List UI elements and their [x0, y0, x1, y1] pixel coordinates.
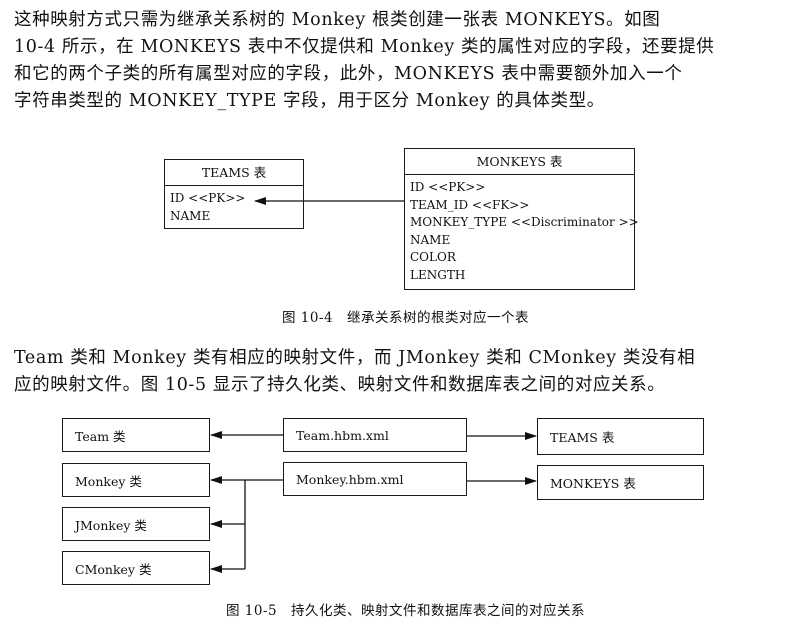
mapping-file-box-team: Team.hbm.xml — [283, 418, 467, 452]
paragraph-1-line: 和它的两个子类的所有属型对应的字段，此外，MONKEYS 表中需要额外加入一个 — [14, 64, 683, 84]
teams-field-name: NAME — [170, 208, 211, 223]
paragraph-1: 这种映射方式只需为继承关系树的 Monkey 根类创建一张表 MONKEYS。如… — [14, 7, 794, 115]
monkeys-field-monkey-type: MONKEY_TYPE <<Discriminator >> — [410, 215, 639, 229]
table-label-teams: TEAMS 表 — [550, 430, 615, 445]
paragraph-1-line: 这种映射方式只需为继承关系树的 Monkey 根类创建一张表 MONKEYS。如… — [14, 10, 661, 30]
mapping-file-label-team: Team.hbm.xml — [296, 427, 389, 443]
mapping-file-label-monkey: Monkey.hbm.xml — [296, 471, 404, 487]
monkeys-table-box: MONKEYS 表 ID <<PK>> TEAM_ID <<FK>> MONKE… — [404, 148, 639, 290]
monkeys-field-color: COLOR — [410, 250, 456, 264]
table-box-teams: TEAMS 表 — [537, 418, 704, 455]
class-box-jmonkey: JMonkey 类 — [62, 507, 210, 541]
teams-field-id: ID <<PK>> — [170, 191, 246, 205]
table-label-monkeys: MONKEYS 表 — [550, 476, 636, 491]
teams-table-title: TEAMS 表 — [165, 160, 303, 186]
monkeys-field-team-id: TEAM_ID <<FK>> — [410, 197, 530, 212]
class-label-jmonkey: JMonkey 类 — [75, 517, 147, 533]
paragraph-2-line: Team 类和 Monkey 类有相应的映射文件，而 JMonkey 类和 CM… — [14, 348, 696, 368]
teams-table-box: TEAMS 表 ID <<PK>> NAME — [164, 159, 304, 229]
paragraph-2-line: 应的映射文件。图 10-5 显示了持久化类、映射文件和数据库表之间的对应关系。 — [14, 375, 666, 395]
mapping-file-box-monkey: Monkey.hbm.xml — [283, 462, 467, 496]
figure-10-4-caption: 图 10-4 继承关系树的根类对应一个表 — [281, 310, 530, 326]
monkeys-table-title: MONKEYS 表 — [405, 149, 634, 175]
paragraph-1-line: 字符串类型的 MONKEY_TYPE 字段，用于区分 Monkey 的具体类型。 — [14, 91, 605, 111]
class-box-team: Team 类 — [62, 418, 210, 452]
class-label-team: Team 类 — [75, 428, 126, 444]
paragraph-1-line: 10-4 所示，在 MONKEYS 表中不仅提供和 Monkey 类的属性对应的… — [14, 37, 715, 57]
figure-10-5-caption: 图 10-5 持久化类、映射文件和数据库表之间的对应关系 — [225, 603, 586, 619]
class-box-cmonkey: CMonkey 类 — [62, 551, 210, 585]
class-label-monkey: Monkey 类 — [75, 473, 142, 489]
class-box-monkey: Monkey 类 — [62, 463, 210, 497]
table-box-monkeys: MONKEYS 表 — [537, 465, 704, 500]
paragraph-2: Team 类和 Monkey 类有相应的映射文件，而 JMonkey 类和 CM… — [14, 345, 794, 399]
monkeys-field-length: LENGTH — [410, 267, 466, 282]
monkeys-field-id: ID <<PK>> — [410, 180, 486, 194]
class-label-cmonkey: CMonkey 类 — [75, 561, 152, 577]
monkeys-field-name: NAME — [410, 232, 451, 247]
